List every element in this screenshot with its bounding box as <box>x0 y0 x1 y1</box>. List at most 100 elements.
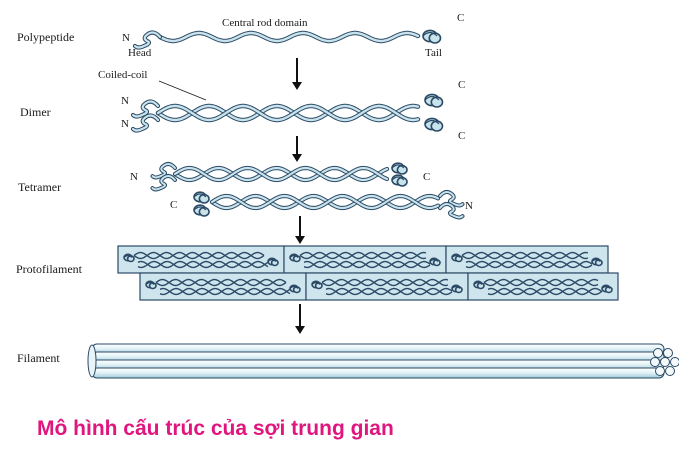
label-polypeptide: Polypeptide <box>17 30 74 44</box>
label-tetramer: Tetramer <box>18 180 61 194</box>
filament-end-circle-2 <box>663 348 673 358</box>
tetramer-top-tail-a-loop-b <box>396 164 408 175</box>
dimer-tail-bottom-loop-b <box>430 120 444 132</box>
tetramer-group <box>150 162 465 220</box>
tetramer-top-coil-strand-b-core <box>173 166 389 182</box>
tetramer-bottom-head-b-core <box>439 203 464 219</box>
label-tail: Tail <box>425 47 442 59</box>
protofilament-unit-4-knot-left-loop-c <box>145 281 155 285</box>
filament-end-circle-4 <box>660 357 670 367</box>
protofilament-unit-3-knot-right-loop-c <box>591 258 601 262</box>
protofilament-unit-1-strand-bottom-b <box>137 260 269 269</box>
dimer-tail-top-loop-c <box>424 95 440 101</box>
arrow-1-head <box>292 82 302 90</box>
polypeptide-rod-core <box>158 31 420 43</box>
polypeptide-tail-loop-c <box>422 31 438 37</box>
protofilament-unit-2-strand-bottom-a <box>303 260 431 269</box>
protofilament-unit-4-strand-top-b <box>155 278 287 287</box>
filament-end-circle-6 <box>655 366 665 376</box>
terminal-c-tetramer-left: C <box>170 199 177 211</box>
protofilament-unit-4-strand-bottom-a <box>159 287 291 296</box>
protofilament-unit-5-strand-bottom-b <box>325 287 453 296</box>
protofilament-unit-2-knot-right-loop-c <box>429 258 439 262</box>
protofilament-unit-5-strand-bottom-a <box>325 287 453 296</box>
filament-end-circle-5 <box>670 357 679 367</box>
dimer-coiled-coil <box>130 93 444 133</box>
tetramer-top-head-a-core <box>151 163 176 179</box>
label-protofilament: Protofilament <box>16 262 83 276</box>
filament-end-circle-3 <box>650 357 660 367</box>
protofilament-unit-5-strand-top-a <box>321 278 449 287</box>
protofilament-unit-6-strand-bottom-b <box>487 287 603 296</box>
protofilament-unit-3-strand-top-a <box>461 251 589 260</box>
terminal-n-dimer-top: N <box>121 95 129 107</box>
terminal-n-polypeptide: N <box>122 32 130 44</box>
terminal-c-polypeptide: C <box>457 12 464 24</box>
protofilament-unit-3-strand-bottom-a <box>465 260 593 269</box>
tetramer-bottom-tail-b-loop-c <box>193 206 207 211</box>
tetramer-bottom-head-a-core <box>439 191 464 207</box>
dimer-coil-strand-b-core <box>156 104 420 122</box>
protofilament-unit-3 <box>445 245 609 274</box>
process-arrows <box>292 58 305 334</box>
protofilament-unit-2-knot-left-loop-c <box>289 254 299 258</box>
terminal-n-dimer-bottom: N <box>121 118 129 130</box>
protofilament-unit-1-knot-left-loop-c <box>123 254 133 258</box>
protofilament-unit-3-strand-top-b <box>461 251 589 260</box>
dimer-head-bottom-core <box>131 114 160 132</box>
label-central-rod-domain: Central rod domain <box>222 17 308 29</box>
protofilament-unit-2-strand-bottom-b <box>303 260 431 269</box>
filament-left-end <box>87 344 97 378</box>
tetramer-top-coil-strand-a-core <box>173 166 389 182</box>
protofilament-unit-3-strand-bottom-b <box>465 260 593 269</box>
filament-end-circle-7 <box>665 366 675 376</box>
dimer-coil-strand-a-core <box>156 104 420 122</box>
protofilament-unit-1-strand-top-b <box>133 251 265 260</box>
arrow-4-head <box>295 326 305 334</box>
tetramer-bottom-coil-strand-b-core <box>210 194 440 210</box>
coiled-coil-pointer <box>158 80 207 101</box>
protofilament-unit-5-strand-top-b <box>321 278 449 287</box>
protofilament-unit-5-knot-left-loop-c <box>311 281 321 285</box>
protofilament-group <box>117 245 619 301</box>
protofilament-unit-4-strand-bottom-b <box>159 287 291 296</box>
filament-end-circle-1 <box>653 348 663 358</box>
tetramer-top-head-b-core <box>151 175 176 191</box>
protofilament-unit-6-knot-left-loop-c <box>473 281 483 285</box>
label-filament: Filament <box>17 351 60 365</box>
tetramer-bottom-tail-a-loop-b <box>198 193 210 204</box>
tetramer-top-tail-a-loop-c <box>391 164 405 169</box>
terminal-c-dimer-bottom: C <box>458 130 465 142</box>
dimer-tail-top-loop-b <box>430 96 444 108</box>
protofilament-unit-2 <box>283 245 447 274</box>
protofilament-unit-4 <box>139 272 307 301</box>
label-head: Head <box>128 47 152 59</box>
polypeptide-head-core <box>133 31 162 49</box>
tetramer-top-tail-b-loop-b <box>396 176 408 187</box>
polypeptide-tail-loop-b <box>428 32 442 44</box>
tetramer-bottom-tail-a-loop-c <box>193 193 207 198</box>
label-dimer: Dimer <box>20 105 51 119</box>
arrow-2-head <box>292 154 302 162</box>
terminal-c-tetramer-right: C <box>423 171 430 183</box>
protofilament-unit-6-strand-bottom-a <box>487 287 603 296</box>
label-coiled-coil: Coiled-coil <box>98 69 148 81</box>
protofilament-unit-6-strand-top-a <box>483 278 599 287</box>
filament-tube-4 <box>91 367 665 379</box>
dimer-tail-bottom-loop-c <box>424 119 440 125</box>
polypeptide-chain <box>132 29 442 50</box>
terminal-c-dimer-top: C <box>458 79 465 91</box>
tetramer-top-tail-b-loop-c <box>391 176 405 181</box>
protofilament-unit-2-strand-top-a <box>299 251 427 260</box>
tetramer-bottom-tail-b-loop-b <box>198 206 210 217</box>
protofilament-unit-2-strand-top-b <box>299 251 427 260</box>
terminal-n-tetramer-right: N <box>465 200 473 212</box>
terminal-n-tetramer-left: N <box>130 171 138 183</box>
arrow-3-head <box>295 236 305 244</box>
protofilament-unit-4-knot-right-loop-c <box>289 285 299 289</box>
figure-caption: Mô hình cấu trúc của sợi trung gian <box>37 417 394 440</box>
protofilament-unit-1-strand-bottom-a <box>137 260 269 269</box>
protofilament-unit-1-knot-right-loop-c <box>267 258 277 262</box>
protofilament-unit-1 <box>117 245 285 274</box>
